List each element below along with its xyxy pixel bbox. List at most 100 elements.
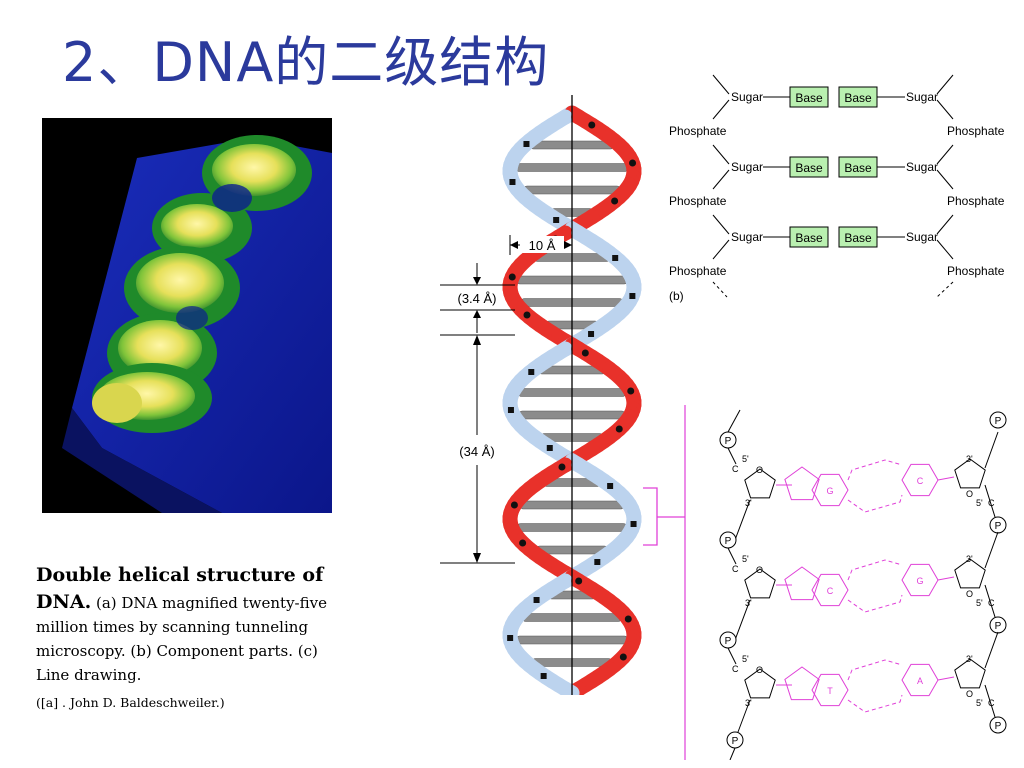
sugar-ring-right [954,458,986,489]
phosphate-label-right: Phosphate [947,124,1005,138]
sugar-label-left: Sugar [731,90,763,104]
base-letter-left: C [827,586,834,596]
five-prime-right: 5' [976,498,983,508]
backbone-line [984,484,996,518]
backbone-line [936,214,954,235]
backbone-line [712,239,730,260]
sugar-ring-left [744,668,776,699]
glycosidic-bond-right [937,576,955,581]
helix-strand-blue-segment [557,681,580,701]
carbon-left: C [732,564,739,574]
helix-phosphate-dot [630,521,637,527]
helix-phosphate-dot [624,615,632,623]
backbone-line [727,647,737,665]
slide-title: 2、DNA的二级结构 [62,31,550,94]
backbone-line [712,214,730,235]
phosphate-p-right: P [995,621,1002,632]
helix-phosphate-dot [611,197,619,205]
helix-phosphate-dot [519,539,527,547]
phosphate-label-left: Phosphate [669,264,727,278]
backbone-line [734,599,751,641]
base-ring-left [811,673,849,707]
helix-phosphate-dot [612,255,619,261]
base-letter-right: A [917,676,923,686]
backbone-line [712,99,730,120]
base-box-left [789,156,829,178]
phosphate-circle-right [989,716,1007,734]
helix-strands [502,105,642,701]
backbone-line [729,747,736,761]
sugar-ring-right [954,658,986,689]
backbone-line [984,584,996,618]
helix-phosphate-dot [619,653,627,661]
base-label-left: Base [795,231,823,245]
base-label-right: Base [844,161,872,175]
three-prime-right: 3' [966,554,973,564]
backbone-line [734,499,751,541]
helix-phosphate-dot [528,369,535,375]
backbone-line [727,447,737,465]
backbone-line [936,99,954,120]
five-prime-left: 5' [742,654,749,664]
helix-phosphate-dot [581,349,589,357]
base-ring-right [901,463,939,497]
helix-phosphate-dot [629,159,637,167]
five-prime-left: 5' [742,454,749,464]
oxygen-left: O [756,465,763,475]
stm-image-graphic [42,118,332,513]
phosphate-label-right: Phosphate [947,264,1005,278]
backbone-line [712,144,730,165]
hydrogen-bond [847,494,903,513]
base-label-left: Base [795,161,823,175]
base-ring-left-small [784,466,820,501]
phosphate-p-top-right: P [995,416,1002,427]
helix-phosphate-dot [615,425,623,433]
hydrogen-bond [847,659,903,681]
caption-credit: ([a] . John D. Baldeschweiler.) [36,695,225,710]
carbon-right: C [988,498,995,508]
oxygen-right: O [966,489,973,499]
phosphate-p-right: P [995,721,1002,732]
helix-phosphate-dot [508,273,516,281]
hydrogen-bond [847,559,903,581]
stm-image [42,118,332,513]
oxygen-left: O [756,665,763,675]
caption-line-4: Line drawing. [36,666,142,684]
phosphate-label-left: Phosphate [669,124,727,138]
helix-phosphate-dot [540,673,547,679]
sugar-label-left: Sugar [731,160,763,174]
helix-phosphate-dot [546,445,553,451]
helix-phosphate-dot [507,407,514,413]
backbone-line [984,684,996,718]
base-box-left [789,86,829,108]
phosphate-p-left: P [725,436,732,447]
double-helix-figure: 10 Å (3.4 Å) (34 Å) [435,95,685,701]
backbone-line [712,169,730,190]
base-ring-left-small [784,566,820,601]
five-prime-right: 5' [976,698,983,708]
helix-phosphate-dot [523,311,531,319]
sugar-label-left: Sugar [731,230,763,244]
phosphate-p-left: P [725,636,732,647]
helix-phosphate-dot [627,387,635,395]
helix-phosphate-dot [507,635,514,641]
base-letter-right: G [916,576,923,586]
phosphate-p-right: P [995,521,1002,532]
helix-phosphate-dot [594,559,601,565]
oxygen-left: O [756,565,763,575]
backbone-line [984,531,999,569]
sugar-label-right: Sugar [906,230,938,244]
caption-dna-word: DNA. [36,591,92,613]
base-ring-left [811,473,849,507]
helix-phosphate-dot [558,463,566,471]
helix-phosphate-dot [510,501,518,509]
pitch-label: (34 Å) [459,444,494,459]
helix-phosphate-dot [553,217,560,223]
sugar-ring-left [744,468,776,499]
base-box-left [789,226,829,248]
backbone-line [936,74,954,95]
helix-phosphate-dot [588,121,596,129]
three-prime-right: 3' [966,454,973,464]
